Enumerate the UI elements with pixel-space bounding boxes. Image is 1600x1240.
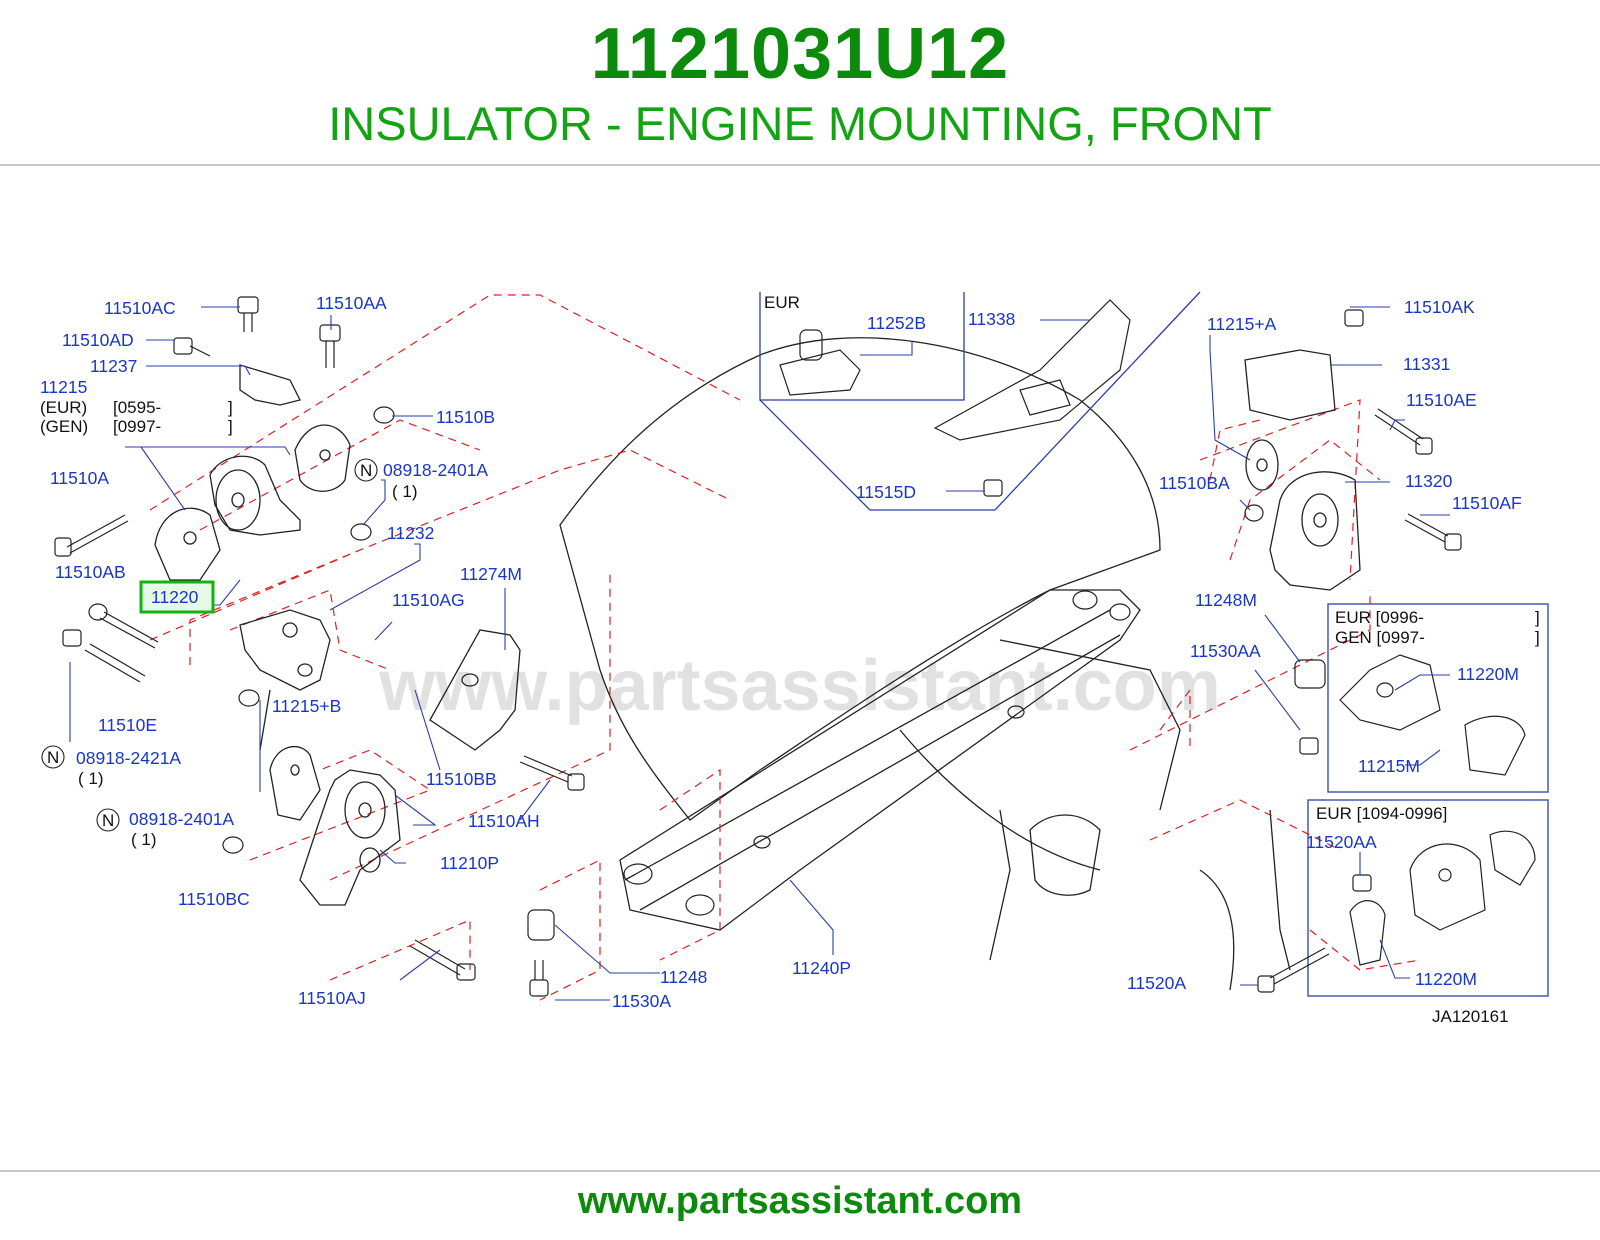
callout-label: 11232 (387, 523, 434, 543)
highlighted-part-label: 11220 (151, 587, 199, 607)
callout-label: 11252B (867, 313, 926, 333)
callout-label: 11510AE (1406, 390, 1477, 410)
callout-label: 11510AA (316, 293, 387, 313)
notes: (EUR) [0595- ] (GEN) [0997- ] ( 1) ( 1) … (40, 293, 1540, 849)
note-inset-eur: EUR [0996- (1335, 608, 1424, 627)
leader-lines (69, 306, 1450, 1001)
callout-label: 11215+B (272, 696, 341, 716)
callout-label: 11510BB (426, 769, 497, 789)
callout-label: 11510AJ (298, 988, 366, 1008)
callout-label: 11510AK (1404, 297, 1475, 317)
crossmember-holes (623, 590, 1131, 916)
callout-label: 11510AH (468, 811, 540, 831)
crossmember-outline (559, 337, 1291, 991)
bracket-11274M (429, 629, 521, 751)
callout-label: 11510A (50, 468, 109, 488)
callout-label: 11515D (856, 482, 916, 502)
footer-divider (0, 1170, 1600, 1172)
callout-labels: 11510AC 11510AA 11510AD 11237 11215 1151… (40, 293, 1522, 1011)
highlight-box (139, 580, 215, 614)
callout-label: 11210P (440, 853, 499, 873)
part-name-subtitle: INSULATOR - ENGINE MOUNTING, FRONT (328, 97, 1272, 150)
left-bracket-parts (154, 364, 351, 751)
callout-label: 11237 (90, 356, 137, 376)
callout-label: 11510AC (104, 298, 176, 318)
note-eur-inset: EUR (764, 293, 800, 312)
footer-url[interactable]: www.partsassistant.com (577, 1180, 1023, 1222)
callout-label: 11510BC (178, 889, 250, 909)
header-divider (0, 164, 1600, 166)
diagram-code: JA120161 (1432, 1007, 1509, 1026)
note-bracket: ] (1535, 628, 1540, 647)
n-mark-2: N (47, 748, 59, 767)
callout-label: 11510B (436, 407, 495, 427)
callout-label: 11248M (1195, 590, 1257, 610)
callout-label: 11215M (1358, 756, 1420, 776)
note-eur-date: [0595- (113, 398, 161, 417)
page-header: 1121031U12 INSULATOR - ENGINE MOUNTING, … (0, 0, 1600, 168)
callout-label: 08918-2401A (129, 809, 234, 829)
callout-label: 08918-2421A (76, 748, 181, 768)
note-qty: ( 1) (131, 830, 157, 849)
inset-11220M-parts (1339, 654, 1536, 966)
rear-mount-assembly (1244, 349, 1361, 591)
front-mount-assembly (269, 746, 401, 906)
callout-label: 11338 (968, 309, 1015, 329)
note-gen: (GEN) (40, 417, 88, 436)
note-inset-gen: GEN [0997- (1335, 628, 1425, 647)
note-inset-eur-range: EUR [1094-0996] (1316, 804, 1447, 823)
callout-label: 11220M (1457, 664, 1519, 684)
parts-diagram: www.partsassistant.com (0, 170, 1600, 1170)
note-bracket: ] (228, 417, 233, 436)
callout-label: 11510AB (55, 562, 126, 582)
note-gen-date: [0997- (113, 417, 161, 436)
callout-label: 11510BA (1159, 473, 1230, 493)
n-marks (41, 458, 378, 832)
note-eur: (EUR) (40, 398, 87, 417)
note-qty: ( 1) (78, 769, 104, 788)
callout-label: 11510AF (1452, 493, 1522, 513)
part-number-title: 1121031U12 (590, 14, 1010, 94)
heat-shield-part (779, 299, 1131, 441)
callout-label: 11215 (40, 377, 87, 397)
callout-label: 11510AD (62, 330, 134, 350)
callout-label: 11248 (660, 967, 707, 987)
note-bracket: ] (1535, 608, 1540, 627)
callout-label: 11331 (1403, 354, 1450, 374)
callout-label: 11240P (792, 958, 851, 978)
n-mark-1: N (360, 461, 372, 480)
callout-label: 11510E (98, 715, 157, 735)
callout-label: 11520A (1127, 973, 1186, 993)
n-mark-3: N (102, 811, 114, 830)
callout-label: 11274M (460, 564, 522, 584)
callout-label: 11530A (612, 991, 671, 1011)
callout-label: 11510AG (392, 590, 465, 610)
callout-label: 11530AA (1190, 641, 1261, 661)
callout-label: 11520AA (1306, 832, 1377, 852)
eur-inset-lines (759, 291, 1549, 997)
note-bracket: ] (228, 398, 233, 417)
callout-label: 11320 (1405, 471, 1453, 491)
bolts (54, 296, 1462, 997)
callout-label: 11220M (1415, 969, 1477, 989)
callout-label: 08918-2401A (383, 460, 488, 480)
note-qty: ( 1) (392, 482, 418, 501)
callout-label: 11215+A (1207, 314, 1277, 334)
